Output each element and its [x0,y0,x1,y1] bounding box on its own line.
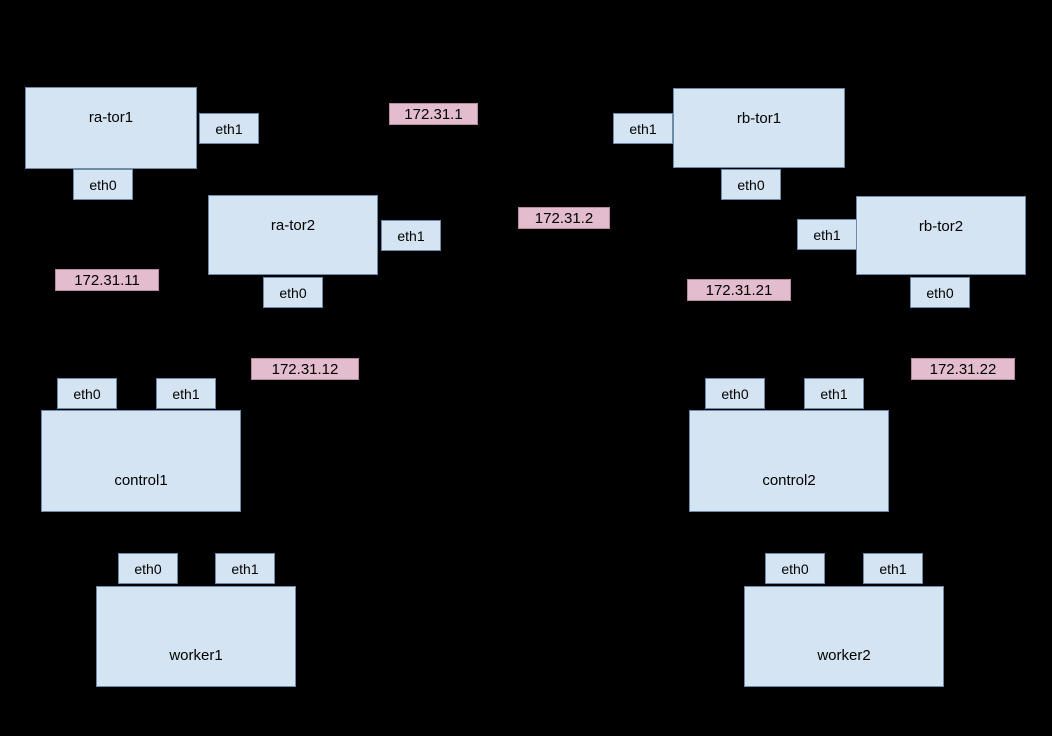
interface-worker1-eth1[interactable]: eth1 [215,553,275,584]
interface-label: eth1 [629,120,657,137]
node-label: worker2 [817,646,871,664]
interface-label: eth1 [172,385,200,402]
interface-label: eth0 [134,560,162,577]
interface-label: eth1 [813,226,841,243]
interface-label: eth0 [926,284,954,301]
interface-ra-tor1-eth0[interactable]: eth0 [73,169,133,200]
node-worker1[interactable]: worker1 [96,586,296,687]
interface-label: eth0 [89,176,117,193]
interface-label: eth0 [73,385,101,402]
interface-label: eth1 [231,560,259,577]
interface-label: eth0 [781,560,809,577]
ip-label-text: 172.31.11 [74,271,140,289]
interface-label: eth0 [279,284,307,301]
node-label: worker1 [169,646,223,664]
ip-label-text: 172.31.22 [929,360,997,378]
ip-label-text: 172.31.1 [404,105,463,123]
interface-label: eth1 [215,120,243,137]
ip-label-text: 172.31.2 [534,209,594,227]
ip-label-ip-172-31-12[interactable]: 172.31.12 [251,358,359,380]
node-control2[interactable]: control2 [689,410,889,512]
interface-label: eth1 [820,385,848,402]
interface-rb-tor1-eth0[interactable]: eth0 [721,169,781,200]
ip-label-ip-172-31-2[interactable]: 172.31.2 [518,207,610,229]
interface-label: eth0 [721,385,749,402]
node-label: control2 [762,471,816,489]
node-rb-tor2[interactable]: rb-tor2 [856,196,1026,275]
node-label: rb-tor2 [918,218,964,235]
interface-label: eth1 [397,227,425,244]
node-control1[interactable]: control1 [41,410,241,512]
node-worker2[interactable]: worker2 [744,586,944,687]
interface-ra-tor2-eth1[interactable]: eth1 [381,220,441,251]
node-label: ra-tor2 [270,217,316,234]
ip-label-ip-172-31-11[interactable]: 172.31.11 [55,269,159,291]
ip-label-text: 172.31.21 [705,281,773,299]
interface-rb-tor2-eth0[interactable]: eth0 [910,277,970,308]
interface-label: eth0 [737,176,765,193]
ip-label-ip-172-31-22[interactable]: 172.31.22 [911,358,1015,380]
interface-rb-tor1-eth1[interactable]: eth1 [613,113,673,144]
interface-control2-eth1[interactable]: eth1 [804,378,864,409]
interface-ra-tor2-eth0[interactable]: eth0 [263,277,323,308]
ip-label-text: 172.31.12 [271,360,339,378]
interface-worker1-eth0[interactable]: eth0 [118,553,178,584]
interface-worker2-eth1[interactable]: eth1 [863,553,923,584]
node-label: ra-tor1 [88,109,134,126]
interface-label: eth1 [879,560,907,577]
interface-worker2-eth0[interactable]: eth0 [765,553,825,584]
node-label: rb-tor1 [736,110,782,127]
interface-control1-eth1[interactable]: eth1 [156,378,216,409]
interface-rb-tor2-eth1[interactable]: eth1 [797,219,857,250]
node-rb-tor1[interactable]: rb-tor1 [673,88,845,168]
interface-control2-eth0[interactable]: eth0 [705,378,765,409]
node-ra-tor2[interactable]: ra-tor2 [208,195,378,275]
interface-control1-eth0[interactable]: eth0 [57,378,117,409]
node-label: control1 [114,471,168,489]
interface-ra-tor1-eth1[interactable]: eth1 [199,113,259,144]
node-ra-tor1[interactable]: ra-tor1 [25,87,197,169]
ip-label-ip-172-31-1[interactable]: 172.31.1 [389,103,478,125]
ip-label-ip-172-31-21[interactable]: 172.31.21 [687,279,791,301]
